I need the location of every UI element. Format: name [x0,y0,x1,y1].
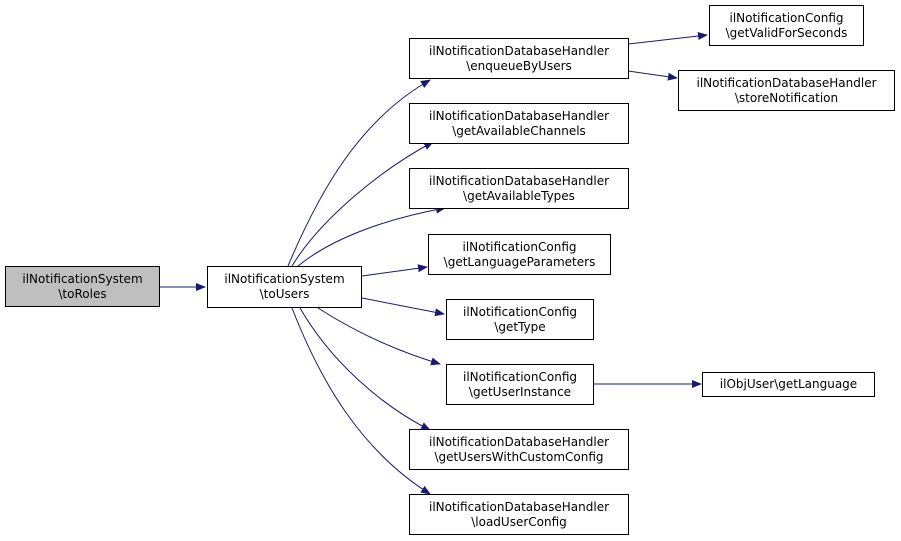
node-toRoles-line2: \toRoles [58,286,107,301]
node-getType-line1: ilNotificationConfig [462,304,578,319]
node-storeNotification-line1: ilNotificationDatabaseHandler [696,75,877,90]
edge-toUsers-getUserInstance [317,307,441,366]
node-storeNotification[interactable]: ilNotificationDatabaseHandler \storeNoti… [678,70,895,111]
node-getType-line2: \getType [494,319,546,334]
edge-toUsers-loadUserConfig [291,307,431,495]
node-getAvailableChannels[interactable]: ilNotificationDatabaseHandler \getAvaila… [409,103,629,144]
node-loadUserConfig[interactable]: ilNotificationDatabaseHandler \loadUserC… [409,494,629,535]
node-getUsersWithCustomConfig[interactable]: ilNotificationDatabaseHandler \getUsersW… [409,429,629,470]
node-enqueueByUsers-line2: \enqueueByUsers [466,58,572,73]
node-getAvailableTypes-line1: ilNotificationDatabaseHandler [428,173,610,188]
node-getValidForSeconds-line1: ilNotificationConfig [729,10,844,25]
node-toUsers-line2: \toUsers [259,287,310,301]
edge-toUsers-getType [361,297,445,317]
node-getValidForSeconds-line2: \getValidForSeconds [725,25,848,40]
node-getAvailableChannels-line2: \getAvailableChannels [452,123,586,138]
node-getAvailableTypes-line2: \getAvailableTypes [463,188,575,203]
node-getUsersWithCustomConfig-line1: ilNotificationDatabaseHandler [428,434,610,449]
node-toRoles[interactable]: ilNotificationSystem \toRoles [5,266,160,307]
edge-enqueueByUsers-storeNotification [627,70,678,81]
node-toRoles-line1: ilNotificationSystem [22,271,143,286]
node-getUsersWithCustomConfig-line2: \getUsersWithCustomConfig [434,449,604,464]
node-getUserInstance-line1: ilNotificationConfig [462,369,578,384]
edge-toUsers-getAvailableTypes [297,205,446,267]
node-loadUserConfig-line2: \loadUserConfig [471,514,567,529]
node-getUserInstance[interactable]: ilNotificationConfig \getUserInstance [446,364,594,405]
node-getUserInstance-line2: \getUserInstance [468,384,572,399]
node-loadUserConfig-line1: ilNotificationDatabaseHandler [428,499,610,514]
node-toUsers-line1: ilNotificationSystem [224,272,345,286]
node-storeNotification-line2: \storeNotification [734,90,839,105]
node-enqueueByUsers-line1: ilNotificationDatabaseHandler [428,43,610,58]
node-getAvailableChannels-line1: ilNotificationDatabaseHandler [428,108,610,123]
node-getLanguageParameters-line1: ilNotificationConfig [462,239,577,254]
edge-enqueueByUsers-getValidForSeconds [627,32,708,45]
node-enqueueByUsers[interactable]: ilNotificationDatabaseHandler \enqueueBy… [409,38,629,79]
node-getLanguage-line1: ilObjUser\getLanguage [719,377,858,391]
edge-toUsers-getAvailableChannels [291,141,434,267]
node-getLanguageParameters-line2: \getLanguageParameters [443,254,596,269]
node-getAvailableTypes[interactable]: ilNotificationDatabaseHandler \getAvaila… [409,168,629,209]
node-getType[interactable]: ilNotificationConfig \getType [446,299,594,340]
edge-toUsers-enqueueByUsers [287,79,431,267]
node-getValidForSeconds[interactable]: ilNotificationConfig \getValidForSeconds [709,5,864,46]
node-getLanguageParameters[interactable]: ilNotificationConfig \getLanguageParamet… [428,234,611,275]
edge-toUsers-getLanguageParameters [361,264,428,277]
node-getLanguage[interactable]: ilObjUser\getLanguage [702,372,875,397]
edge-toUsers-getUsersWithCustomConfig [299,307,431,431]
node-toUsers[interactable]: ilNotificationSystem \toUsers [207,266,362,308]
